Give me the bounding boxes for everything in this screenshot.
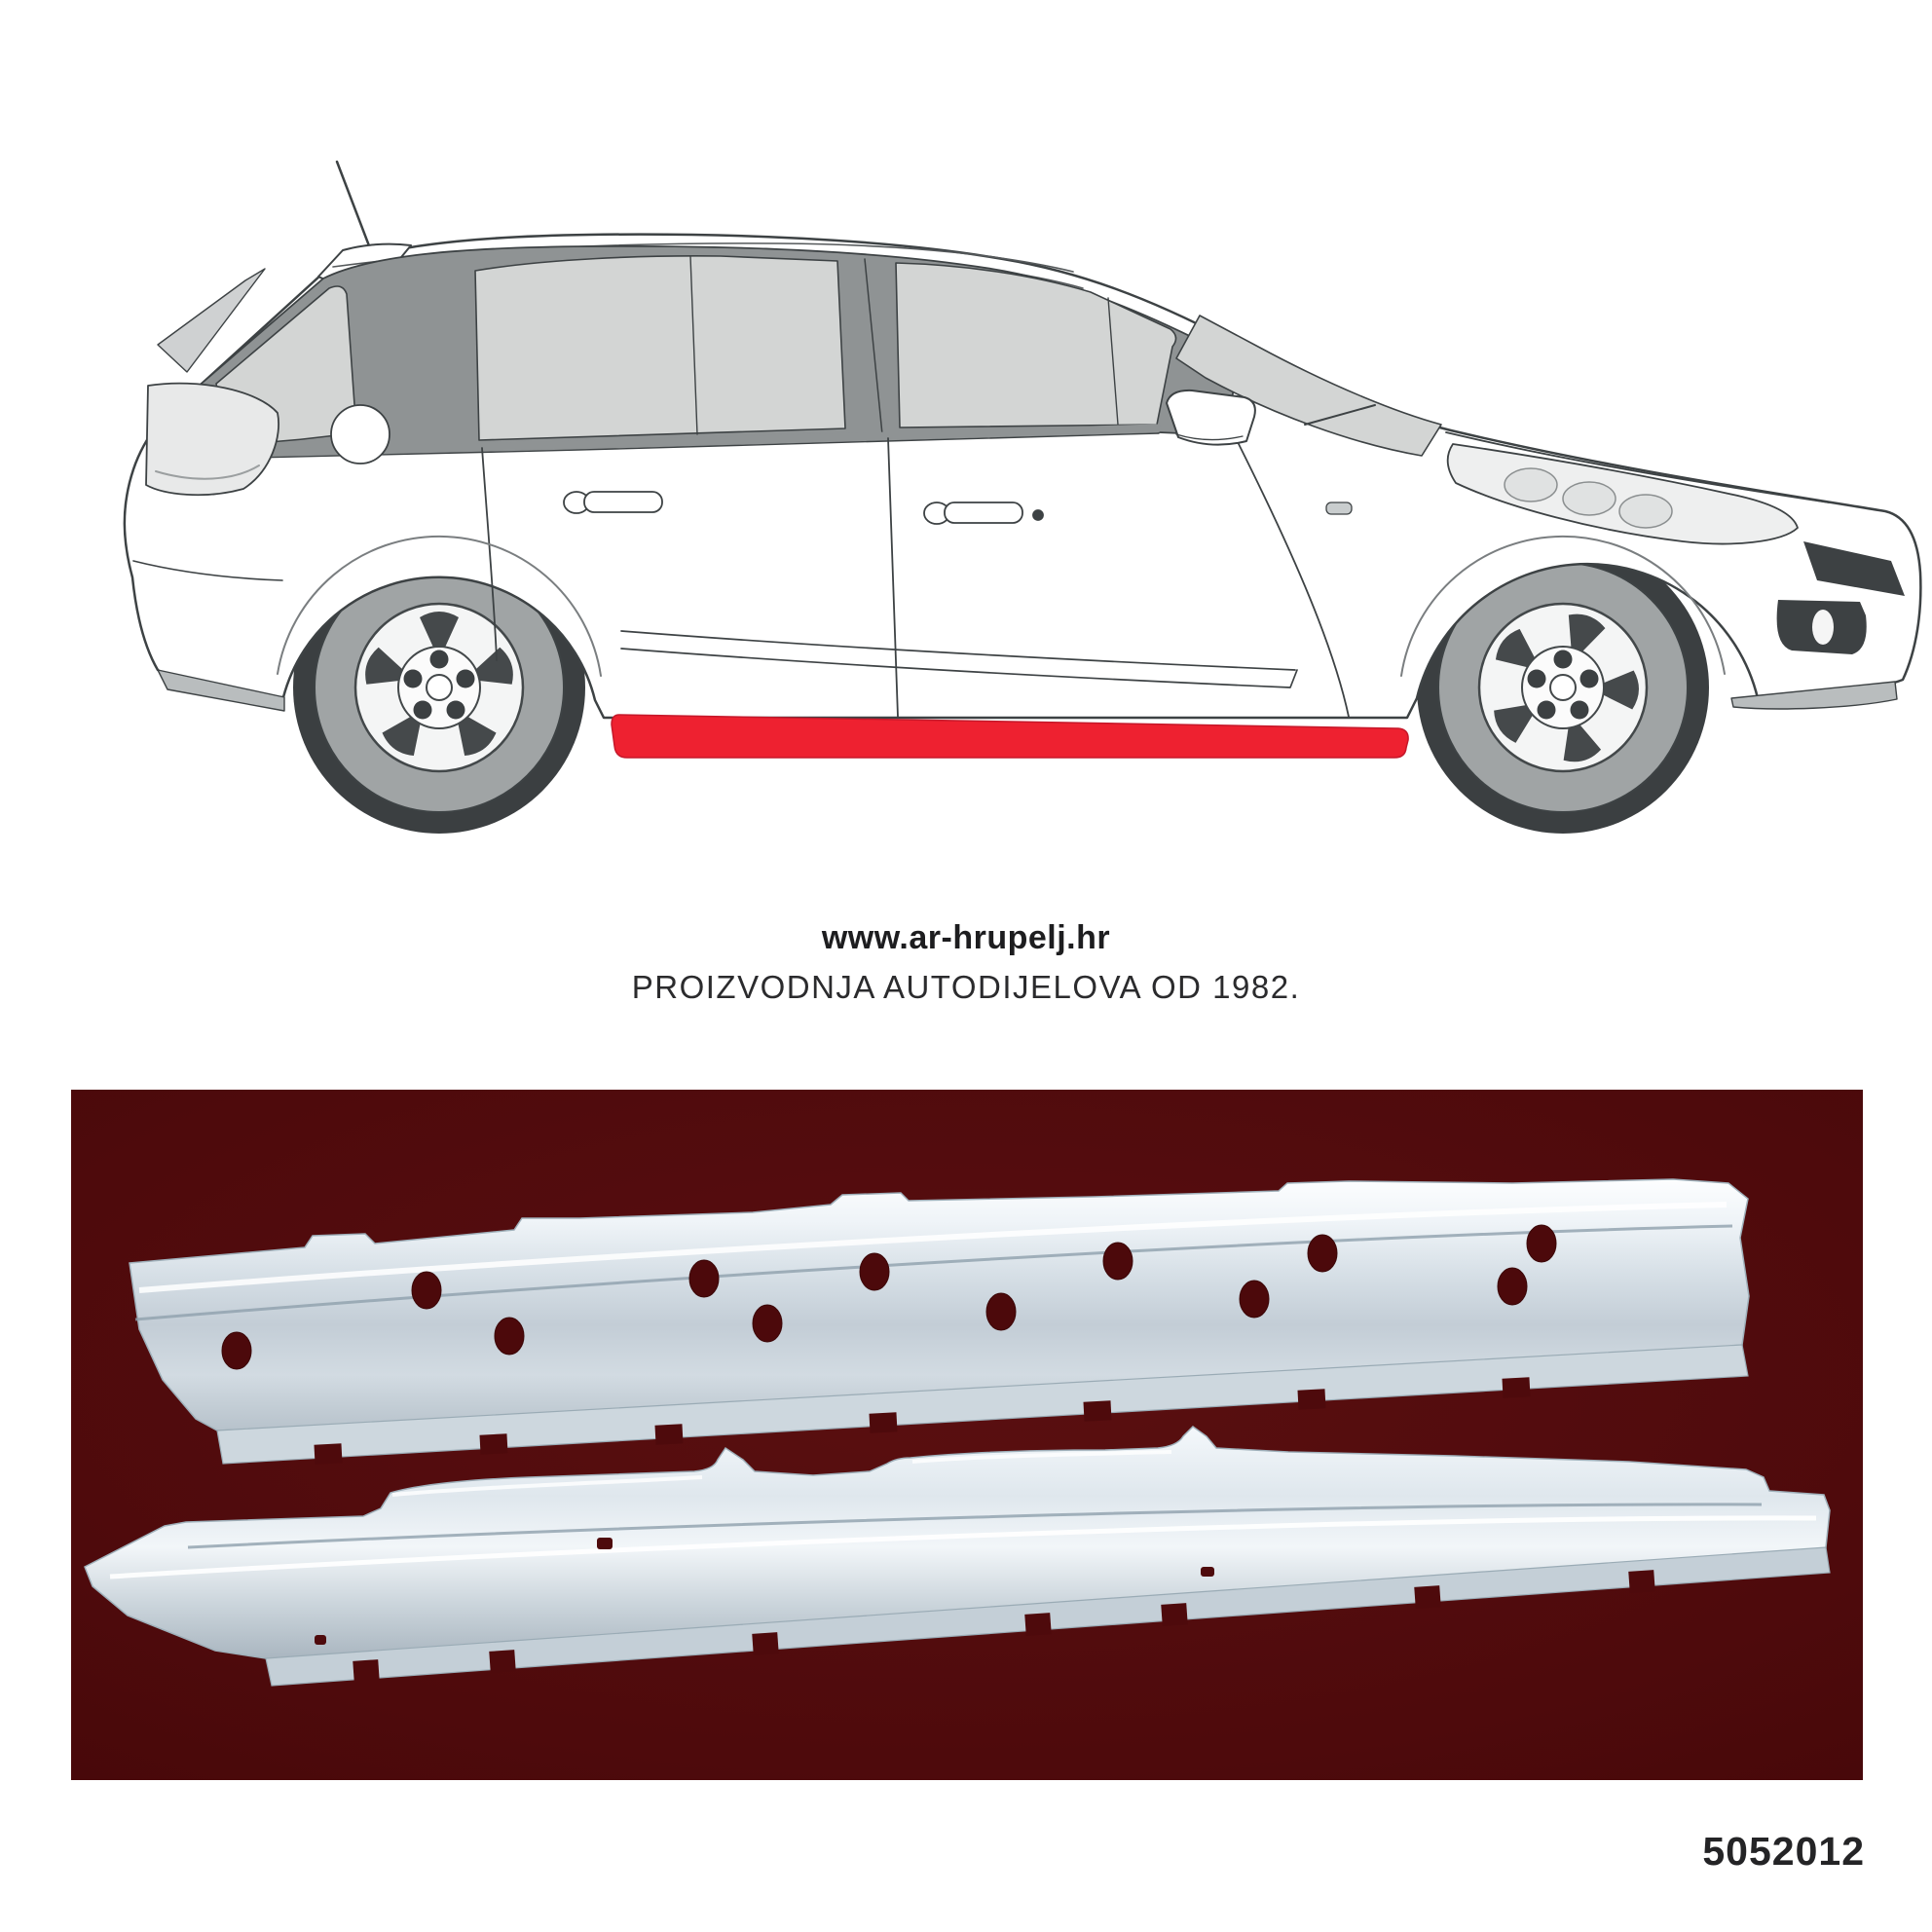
- highlighted-sill-region: [611, 714, 1409, 759]
- rear-window-divider: [689, 255, 698, 435]
- door-mid-seam: [887, 437, 899, 718]
- outer-sill-crease: [187, 1503, 1763, 1549]
- front-window-divider: [1107, 297, 1119, 426]
- side-moulding-top: [620, 630, 1296, 671]
- product-photo: [71, 1090, 1863, 1780]
- inner-sill-holes-lower: [221, 1267, 1528, 1370]
- inner-sill-flange: [216, 1344, 1749, 1465]
- front-door-handle: [923, 502, 1044, 525]
- inner-sill-highlight: [138, 1202, 1728, 1293]
- b-pillar-seam: [864, 258, 883, 435]
- rear-window-sliver: [157, 268, 266, 373]
- part-number: 5052012: [1702, 1829, 1865, 1874]
- rear-arch-crease: [277, 535, 602, 677]
- front-bumper-strip: [1730, 681, 1898, 710]
- tail-lamp-line: [155, 464, 260, 480]
- rear-wheel: [293, 541, 585, 834]
- outer-sill-step2-highlight: [911, 1450, 1172, 1464]
- brand-tagline: PROIZVODNJA AUTODIJELOVA OD 1982.: [631, 969, 1301, 1005]
- product-photo-svg: [71, 1090, 1863, 1780]
- rear-door-rear-seam: [481, 447, 498, 661]
- side-mirror: [1166, 389, 1256, 446]
- front-door-window: [895, 262, 1177, 428]
- outer-flange-notches: [353, 1570, 1655, 1683]
- front-wheel: [1417, 541, 1709, 834]
- fog-lamp-bulb: [1812, 610, 1834, 645]
- front-arch-crease: [1400, 535, 1726, 677]
- wiper: [1304, 404, 1376, 426]
- car-diagram-svg: [123, 160, 1922, 834]
- tail-lamp: [145, 382, 279, 497]
- hood-cut-line: [1445, 431, 1830, 503]
- brand-website: www.ar-hrupelj.hr: [821, 919, 1111, 956]
- fuel-filler-cap: [330, 404, 390, 464]
- side-moulding-bottom: [620, 648, 1298, 688]
- inner-sill-holes-upper: [411, 1224, 1557, 1310]
- outer-sill-highlight: [109, 1515, 1817, 1579]
- sill-panel-outer-view: [84, 1426, 1831, 1687]
- brand-block: www.ar-hrupelj.hr PROIZVODNJA AUTODIJELO…: [0, 919, 1932, 1006]
- outer-sill-slots: [315, 1538, 1214, 1645]
- rear-door-window: [474, 255, 846, 441]
- flange-notches: [314, 1377, 1531, 1465]
- rear-door-handle: [563, 491, 663, 514]
- rear-bumper-strip: [157, 669, 285, 712]
- front-door-front-seam: [1238, 443, 1350, 718]
- grille-shadow: [1803, 541, 1905, 596]
- outer-sill-step1-highlight: [391, 1475, 703, 1497]
- sill-panel-inner-view: [129, 1178, 1750, 1465]
- inner-sill-crease: [134, 1224, 1733, 1321]
- car-diagram: [39, 16, 1932, 892]
- side-indicator: [1325, 502, 1353, 515]
- headlamp-bulbs: [1504, 467, 1673, 529]
- rear-bumper-crease: [132, 560, 283, 581]
- mirror-base-line: [1175, 433, 1244, 441]
